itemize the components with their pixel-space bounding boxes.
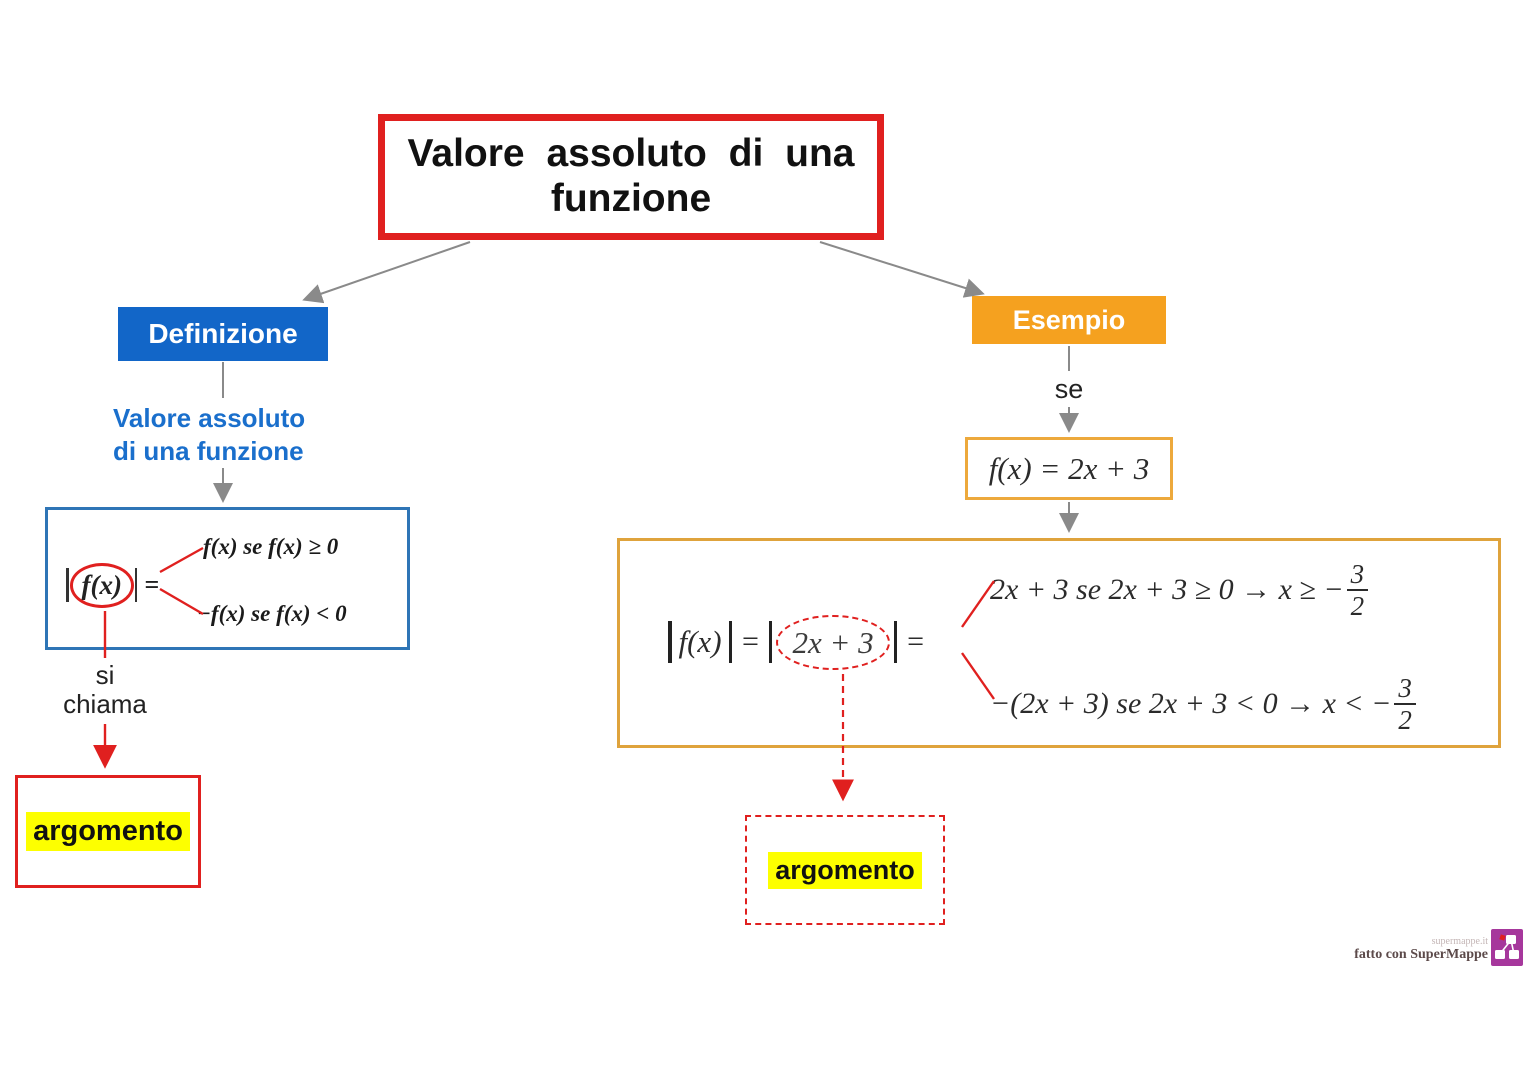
fraction-numerator: 3: [1346, 559, 1369, 591]
function-definition: f(x) = 2x + 3: [988, 450, 1150, 486]
supermappe-logo: [1491, 929, 1523, 966]
definition-subtitle: Valore assoluto di una funzione: [113, 402, 305, 467]
mindmap-icon: [1495, 934, 1519, 959]
definition-case-positive: f(x) se f(x) ≥ 0: [203, 534, 339, 559]
fraction: 3 2: [1394, 673, 1416, 735]
chiama-label: chiama: [63, 689, 147, 720]
abs-bar: [134, 568, 138, 602]
fraction-numerator: 3: [1394, 673, 1416, 705]
supermappe-site-label: supermappe.it: [1431, 936, 1488, 947]
example-formula-lhs: f(x) = 2x + 3 =: [666, 612, 932, 672]
edge-title-to-esempio: [819, 241, 985, 298]
example-function-box: f(x) = 2x + 3: [965, 437, 1173, 500]
example-case-negative: −(2x + 3) se 2x + 3 < 0 → x < − 3 2: [990, 664, 1416, 744]
abs-bar: [728, 621, 733, 663]
case-negative-text: −(2x + 3) se 2x + 3 < 0 → x < −: [990, 687, 1392, 720]
abs-bar: [768, 621, 773, 663]
argomento-dashed-node: argomento: [745, 815, 945, 925]
definition-subtitle-line1: Valore assoluto: [113, 403, 306, 433]
abs-bar: [66, 568, 69, 602]
supermappe-credit-label: fatto con SuperMappe: [1354, 947, 1488, 962]
fraction: 3 2: [1346, 559, 1369, 621]
connector-label-se: se: [1054, 374, 1084, 404]
argomento-label: argomento: [26, 812, 190, 851]
function-symbol: f(x): [678, 624, 722, 659]
si-label: si: [95, 660, 115, 690]
argument-ellipse: 2x + 3: [776, 614, 890, 670]
example-formula-box: [617, 538, 1501, 748]
equals-sign: =: [907, 625, 925, 658]
abs-bar: [893, 621, 898, 663]
argomento-node: argomento: [15, 775, 201, 888]
definizione-node: Definizione: [118, 307, 328, 361]
connector-label-si-chiama: si chiama: [45, 660, 165, 720]
esempio-node: Esempio: [972, 296, 1166, 344]
argomento-label: argomento: [768, 851, 922, 889]
abs-bar: [668, 621, 672, 663]
example-case-positive: 2x + 3 se 2x + 3 ≥ 0 → x ≥ − 3 2: [990, 550, 1369, 630]
case-positive-text: 2x + 3 se 2x + 3 ≥ 0 → x ≥ −: [990, 573, 1344, 606]
title-node: Valore assoluto di una funzione: [378, 114, 884, 240]
edge-title-to-definizione: [302, 241, 471, 304]
fraction-denominator: 2: [1350, 591, 1365, 621]
title-line2: funzione: [550, 177, 712, 220]
definition-case-negative: −f(x) se f(x) < 0: [197, 601, 347, 626]
fraction-denominator: 2: [1398, 705, 1412, 735]
definition-subtitle-line2: di una funzione: [113, 435, 304, 466]
equals-sign: =: [742, 625, 759, 658]
argument-circle: f(x): [69, 562, 134, 608]
equals-sign: =: [144, 570, 160, 599]
title-line1: Valore assoluto di una: [407, 132, 855, 176]
definition-formula-lhs: f(x) =: [66, 556, 159, 614]
